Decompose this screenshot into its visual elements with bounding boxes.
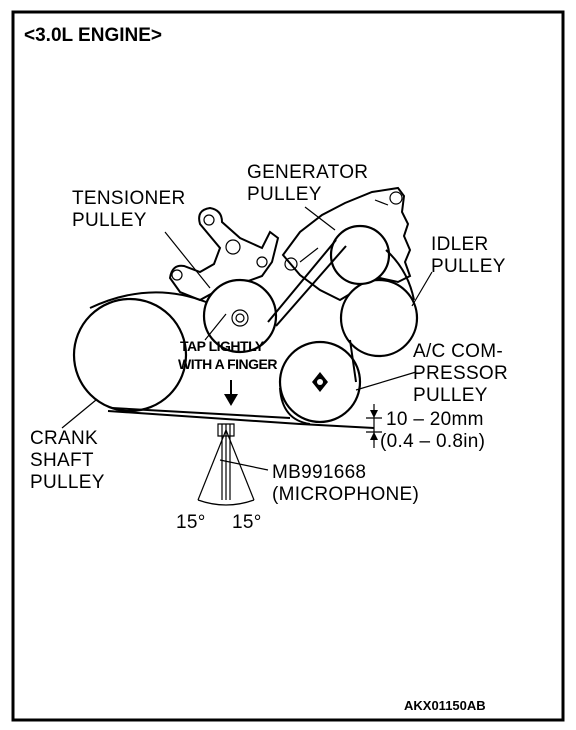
tensioner-pulley-label: TENSIONER PULLEY	[72, 188, 191, 231]
generator-pulley	[329, 224, 391, 286]
diagram-title: <3.0L ENGINE>	[24, 25, 162, 46]
diagram-frame	[11, 10, 565, 722]
tap-instruction-label: TAP LIGHTLY WITH A FINGER	[178, 338, 277, 372]
idler-pulley-label: IDLER PULLEY	[431, 234, 506, 277]
angle-right-label: 15°	[232, 512, 262, 533]
idler-pulley	[339, 278, 419, 358]
tap-arrow	[224, 380, 238, 406]
drive-belt	[89, 239, 415, 425]
deflection-in-label: (0.4 – 0.8in)	[380, 431, 485, 452]
tool-number-label: MB991668	[272, 462, 366, 483]
generator-pulley-label: GENERATOR PULLEY	[247, 162, 374, 205]
angle-left-label: 15°	[176, 512, 206, 533]
ac-compressor-pulley-label: A/C COM- PRESSOR PULLEY	[413, 341, 514, 406]
crank-shaft-pulley-label: CRANK SHAFT PULLEY	[30, 428, 105, 493]
crankshaft-pulley	[72, 297, 188, 413]
microphone-tool	[197, 423, 269, 506]
ac-pulley-hub	[312, 372, 328, 392]
tensioner-pulley	[202, 278, 278, 354]
deflection-mm-label: 10 – 20mm	[386, 409, 484, 430]
tool-name-label: (MICROPHONE)	[272, 484, 419, 505]
tensioner-bracket	[168, 206, 280, 302]
deflection-indicator	[299, 404, 382, 448]
generator-bracket	[281, 186, 412, 302]
leader-lines	[61, 206, 433, 429]
figure-code: AKX01150AB	[404, 698, 486, 713]
